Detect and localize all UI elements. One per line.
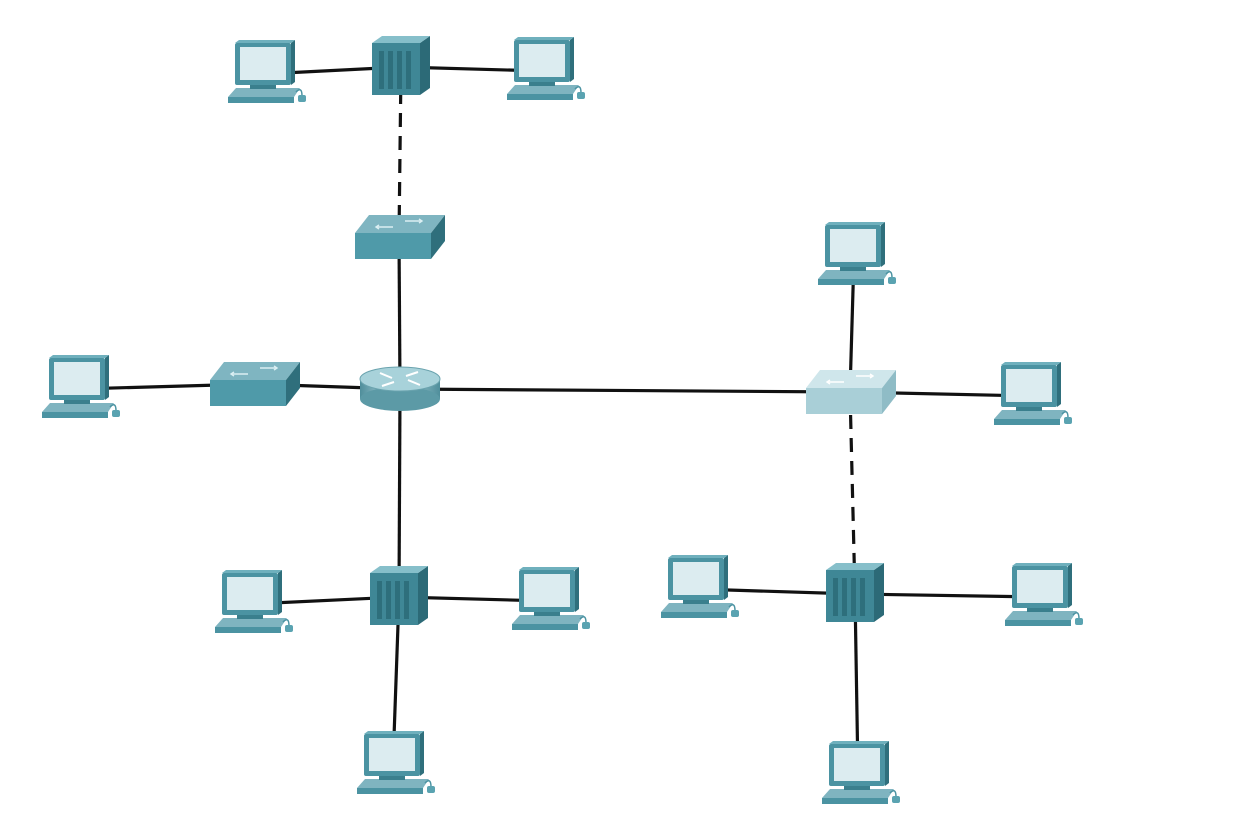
pc-left-pc-icon[interactable] [42,355,120,418]
router-center-router-icon[interactable] [359,366,441,411]
hub-bottom-right-hub-icon[interactable] [826,563,884,622]
pc-br-right-pc-icon[interactable] [1005,563,1083,626]
hub-top-hub-icon[interactable] [372,36,430,95]
pc-top-right-pc-icon[interactable] [507,37,585,100]
pc-bl-right-pc-icon[interactable] [512,567,590,630]
pc-bl-bottom-pc-icon[interactable] [357,731,435,794]
link-router-center-hub-bottom-left [397,388,402,598]
pc-right-top-pc-icon[interactable] [818,222,896,285]
switch-upper-switch-icon[interactable] [355,215,445,259]
dashed-link-switch-right-hub-bottom-right [848,391,857,595]
link-router-center-switch-right [399,387,851,394]
switch-left-switch-icon[interactable] [210,362,300,406]
devices-layer [42,36,1083,804]
dashed-link-hub-top-switch-upper [397,66,403,238]
links-layer [77,65,1042,776]
switch-right-switch-icon[interactable] [806,370,896,414]
link-hub-bottom-right-pc-br-right [854,592,1042,599]
link-switch-upper-router-center [397,236,402,390]
hub-bottom-left-hub-icon[interactable] [370,566,428,625]
pc-right-pc-icon[interactable] [994,362,1072,425]
pc-top-left-pc-icon[interactable] [228,40,306,103]
pc-bl-left-pc-icon[interactable] [215,570,293,633]
pc-br-bottom-pc-icon[interactable] [822,741,900,804]
pc-br-left-pc-icon[interactable] [661,555,739,618]
